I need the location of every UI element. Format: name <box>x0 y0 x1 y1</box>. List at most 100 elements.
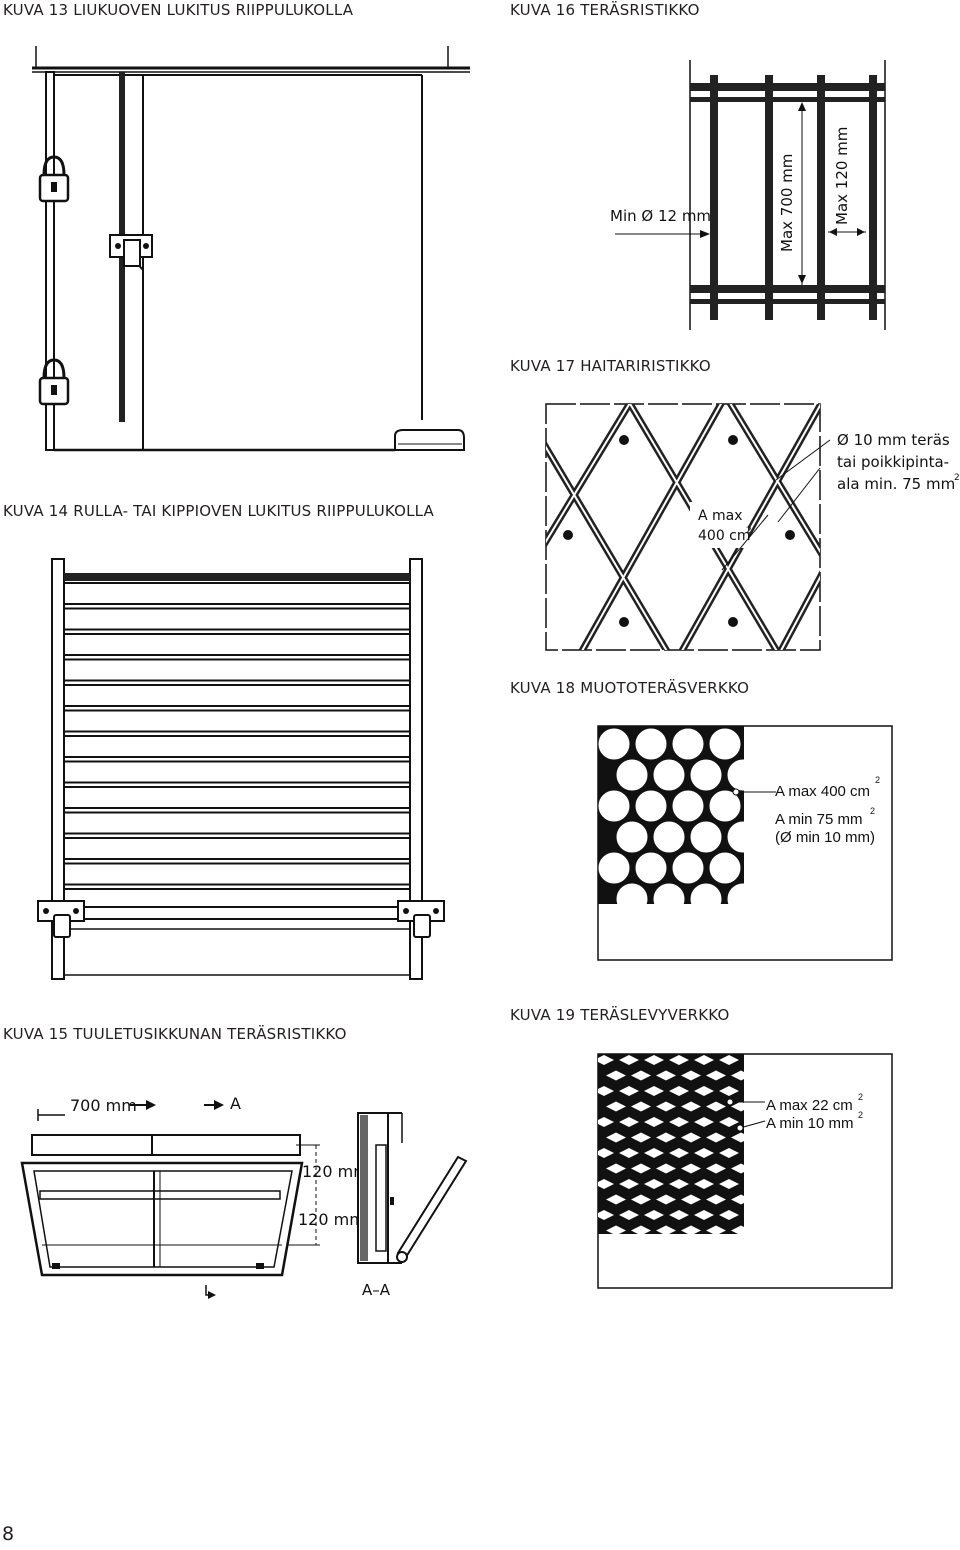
door-slat <box>63 658 411 682</box>
mesh-diamond <box>619 1117 639 1127</box>
mesh-diamond <box>598 1117 614 1127</box>
mesh-diamond <box>669 1148 689 1158</box>
mesh-ring <box>687 880 725 904</box>
label-bar-line-1: Ø 10 mm teräs <box>837 431 950 449</box>
mesh-diamond <box>631 1070 651 1081</box>
mesh-diamond <box>706 1101 726 1112</box>
mesh-ring <box>743 739 744 749</box>
mesh-diamond <box>619 1055 639 1065</box>
mesh-diamond <box>681 1070 701 1081</box>
mesh-diamond <box>606 1225 626 1234</box>
mesh-diamond <box>644 1055 664 1065</box>
label-a-min-75: A min 75 mm <box>775 811 863 828</box>
mesh-diamond <box>656 1101 676 1112</box>
mesh-diamond <box>631 1194 651 1205</box>
mesh-diamond <box>681 1225 701 1234</box>
label-a-max: A max <box>698 508 743 524</box>
mesh-diamond <box>631 1101 651 1112</box>
mesh-ring <box>724 880 744 904</box>
mesh-ring <box>650 756 688 794</box>
mesh-diamond <box>694 1086 714 1096</box>
mesh-diamond <box>681 1132 701 1143</box>
mesh-ring <box>598 726 633 763</box>
mesh-diamond <box>681 1194 701 1205</box>
label-a-max-value: 400 cm <box>698 528 751 544</box>
mesh-diamond <box>656 1225 676 1234</box>
door-slat <box>63 862 411 886</box>
mesh-diamond <box>706 1225 726 1234</box>
mesh-diamond <box>631 1132 651 1143</box>
figure-16-steel-grille: Min Ø 12 mm Max 700 mm Max 120 mm <box>610 60 886 330</box>
label-a-max-400: A max 400 cm <box>775 783 870 800</box>
figure-15-vent-window-grille: 700 mm A 120 mm 120 mm A–A <box>20 1094 468 1299</box>
mesh-diamond <box>631 1163 651 1174</box>
label-700mm: 700 mm <box>70 1096 137 1115</box>
figure-14-roller-door <box>37 558 445 980</box>
door-slat <box>63 811 411 835</box>
mesh-diamond <box>619 1179 639 1189</box>
mesh-diamond <box>669 1086 689 1096</box>
figure-18-shaped-steel-mesh: A max 400 cm 2 A min 75 mm 2 (Ø min 10 m… <box>597 725 893 961</box>
mesh-diamond <box>681 1163 701 1174</box>
door-slat <box>63 786 411 809</box>
mesh-diamond <box>694 1055 714 1065</box>
mesh-ring <box>706 726 744 763</box>
mesh-diamond <box>598 1179 614 1189</box>
mesh-ring <box>632 787 670 825</box>
mesh-diamond <box>606 1070 626 1081</box>
mesh-ring <box>763 882 797 916</box>
label-bar-line-2: tai poikkipinta- <box>837 453 949 471</box>
mesh-diamond <box>731 1225 744 1234</box>
mesh-diamond <box>656 1132 676 1143</box>
mesh-diamond <box>669 1117 689 1127</box>
mesh-diamond <box>606 1163 626 1174</box>
door-slat <box>63 582 411 605</box>
mesh-diamond <box>619 1086 639 1096</box>
mesh-ring <box>598 787 633 825</box>
door-slat <box>63 837 411 860</box>
label-a-max-22: A max 22 cm <box>766 1097 853 1114</box>
figure-13-sliding-door <box>32 46 470 452</box>
mesh-diamond <box>731 1132 744 1143</box>
figure-17-accordion-grille: A max 400 cm 2 Ø 10 mm teräs tai poikkip… <box>545 403 960 651</box>
mesh-diamond <box>719 1055 739 1065</box>
mesh-ring <box>687 818 725 856</box>
mesh-diamond <box>619 1148 639 1158</box>
door-slat <box>63 684 411 707</box>
mesh-diamond <box>719 1086 739 1096</box>
mesh-ring <box>632 849 670 887</box>
mesh-diamond <box>606 1132 626 1143</box>
label-a-min-10: A min 10 mm <box>766 1115 854 1132</box>
mesh-diamond <box>644 1179 664 1189</box>
mesh-diamond <box>731 1101 744 1112</box>
door-slat <box>63 633 411 656</box>
mesh-diamond <box>644 1148 664 1158</box>
mesh-ring <box>687 756 725 794</box>
door-slat <box>63 709 411 733</box>
mesh-diamond <box>731 1194 744 1205</box>
caption-kuva-18: KUVA 18 MUOTOTERÄSVERKKO <box>510 679 750 697</box>
mesh-ring <box>650 880 688 904</box>
caption-kuva-14: KUVA 14 RULLA- TAI KIPPIOVEN LUKITUS RII… <box>3 502 435 520</box>
mesh-diamond <box>606 1194 626 1205</box>
mesh-ring <box>724 756 744 794</box>
label-bar-line-3: ala min. 75 mm <box>837 475 955 493</box>
mesh-diamond <box>719 1210 739 1220</box>
label-max-120: Max 120 mm <box>833 127 851 225</box>
mesh-diamond <box>719 1179 739 1189</box>
mesh-diamond <box>598 1055 614 1065</box>
caption-kuva-19: KUVA 19 TERÄSLEVYVERKKO <box>510 1006 730 1024</box>
door-slat <box>63 735 411 758</box>
label-a-min-10-sup: 2 <box>858 1110 863 1120</box>
mesh-ring <box>598 849 633 887</box>
label-120mm-b: 120 mm <box>298 1210 365 1229</box>
label-a-max-400-sup: 2 <box>875 775 880 785</box>
mesh-diamond <box>731 1070 744 1081</box>
mesh-diamond <box>706 1132 726 1143</box>
label-max-700: Max 700 mm <box>778 154 796 252</box>
mesh-ring <box>613 818 651 856</box>
door-slats <box>63 582 411 911</box>
mesh-diamond <box>694 1117 714 1127</box>
diamond-mesh <box>598 1055 744 1234</box>
mesh-ring <box>724 818 744 856</box>
